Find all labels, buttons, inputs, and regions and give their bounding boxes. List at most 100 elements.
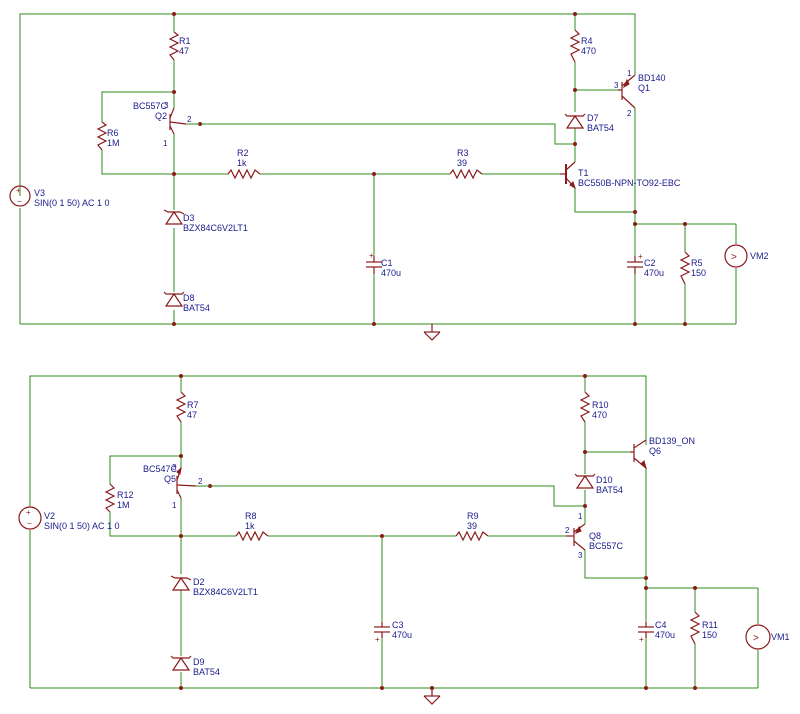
resistor-r8[interactable]: R8 1k xyxy=(235,511,269,542)
circuit-2: + − V2 SIN(0 1 50) AC 1 0 R7 47 R12 1M B… xyxy=(18,374,790,705)
q5-pin-1: 1 xyxy=(172,501,177,510)
label-d10: D10 xyxy=(596,475,613,485)
value-c1: 470u xyxy=(381,268,401,278)
transistor-t1[interactable]: T1 BC550B-NPN-TO92-EBC xyxy=(560,161,681,190)
label-q8: Q8 xyxy=(589,531,601,541)
value-r1: 47 xyxy=(179,46,189,56)
value-c2: 470u xyxy=(644,268,664,278)
label-r10: R10 xyxy=(592,400,609,410)
circuit-1: + − V3 SIN(0 1 50) AC 1 0 R1 47 R6 1M BC… xyxy=(9,12,769,341)
svg-text:+: + xyxy=(638,252,643,261)
svg-text:−: − xyxy=(27,519,32,528)
q5-pin-2: 2 xyxy=(198,477,203,486)
label-c4: C4 xyxy=(655,620,667,630)
label-r12: R12 xyxy=(117,490,134,500)
label-vm2: VM2 xyxy=(750,251,769,261)
label-r7: R7 xyxy=(187,400,199,410)
label-r6: R6 xyxy=(107,128,119,138)
label-r5: R5 xyxy=(691,258,703,268)
capacitor-c3[interactable]: + C3 470u xyxy=(374,620,412,644)
voltage-source-v3[interactable]: + − V3 SIN(0 1 50) AC 1 0 xyxy=(9,185,110,208)
value-d8: BAT54 xyxy=(183,303,210,313)
svg-text:−: − xyxy=(17,197,22,206)
transistor-q2[interactable]: BC557C Q2 3 2 1 xyxy=(133,101,200,148)
resistor-r7[interactable]: R7 47 xyxy=(175,391,199,423)
label-vm1: VM1 xyxy=(771,632,790,642)
resistor-r2[interactable]: R2 1k xyxy=(227,148,261,180)
value-q6: BD139_ON xyxy=(649,436,695,446)
label-t1: T1 xyxy=(578,168,589,178)
meter-symbol-vm1: > xyxy=(753,633,759,644)
value-q5: BC547C xyxy=(143,464,178,474)
label-q2: Q2 xyxy=(155,111,167,121)
transistor-q5[interactable]: BC547C Q5 3 2 1 xyxy=(143,463,210,510)
diode-d7[interactable]: D7 BAT54 xyxy=(564,113,614,133)
value-t1: BC550B-NPN-TO92-EBC xyxy=(578,178,681,188)
label-d9: D9 xyxy=(193,657,205,667)
transistor-q8[interactable]: Q8 BC557C 2 1 3 xyxy=(565,512,624,560)
diode-d8[interactable]: D8 BAT54 xyxy=(163,291,210,313)
voltmeter-vm1[interactable]: > VM1 xyxy=(745,624,790,650)
resistor-r6[interactable]: R6 1M xyxy=(96,121,120,151)
value-q1: BD140 xyxy=(638,73,666,83)
value-d9: BAT54 xyxy=(193,667,220,677)
capacitor-c1[interactable]: + C1 470u xyxy=(366,251,401,278)
zener-diode-d3[interactable]: D3 BZX84C6V2LT1 xyxy=(163,209,248,233)
q5-pin-3: 3 xyxy=(172,463,177,472)
label-c2: C2 xyxy=(644,258,656,268)
svg-text:+: + xyxy=(375,635,380,644)
value-c3: 470u xyxy=(392,630,412,640)
label-r9: R9 xyxy=(467,511,479,521)
q1-pin-1: 1 xyxy=(627,69,632,78)
label-q1: Q1 xyxy=(638,83,650,93)
label-r2: R2 xyxy=(237,148,249,158)
value-c4: 470u xyxy=(655,630,675,640)
resistor-r3[interactable]: R3 39 xyxy=(449,148,483,180)
resistor-r10[interactable]: R10 470 xyxy=(579,391,609,423)
label-v2: V2 xyxy=(44,511,55,521)
label-d3: D3 xyxy=(183,213,195,223)
label-r1: R1 xyxy=(179,36,191,46)
capacitor-c2[interactable]: + C2 470u xyxy=(627,252,664,278)
label-v3: V3 xyxy=(34,188,45,198)
transistor-q1[interactable]: BD140 Q1 3 1 2 xyxy=(614,69,666,118)
value-q2: BC557C xyxy=(133,101,168,111)
capacitor-c4[interactable]: + C4 470u xyxy=(638,620,675,644)
resistor-r4[interactable]: R4 470 xyxy=(569,29,596,63)
value-r10: 470 xyxy=(592,410,607,420)
value-r11: 150 xyxy=(702,630,717,640)
transistor-q6[interactable]: BD139_ON Q6 xyxy=(630,436,695,470)
value-r3: 39 xyxy=(457,158,467,168)
q8-pin-1: 1 xyxy=(578,512,583,521)
resistor-r11[interactable]: R11 150 xyxy=(689,611,718,645)
ground-symbol-2 xyxy=(423,688,441,705)
resistor-r5[interactable]: R5 150 xyxy=(679,251,706,285)
resistor-r12[interactable]: R12 1M xyxy=(104,483,134,513)
diode-d10[interactable]: D10 BAT54 xyxy=(574,473,623,495)
label-r3: R3 xyxy=(457,148,469,158)
ground-symbol xyxy=(423,324,441,341)
value-d7: BAT54 xyxy=(587,123,614,133)
label-c3: C3 xyxy=(392,620,404,630)
voltage-source-v2[interactable]: + − V2 SIN(0 1 50) AC 1 0 xyxy=(18,506,120,531)
value-r12: 1M xyxy=(117,500,130,510)
label-r11: R11 xyxy=(702,620,718,630)
value-r6: 1M xyxy=(107,138,120,148)
value-v3: SIN(0 1 50) AC 1 0 xyxy=(34,198,110,208)
label-d7: D7 xyxy=(587,113,599,123)
label-d2: D2 xyxy=(193,577,205,587)
diode-d9[interactable]: D9 BAT54 xyxy=(170,655,220,677)
pin-3: 3 xyxy=(164,101,169,110)
label-d8: D8 xyxy=(183,293,195,303)
value-d3: BZX84C6V2LT1 xyxy=(183,223,248,233)
resistor-r9[interactable]: R9 39 xyxy=(455,511,489,542)
q8-pin-3: 3 xyxy=(578,551,583,560)
zener-diode-d2[interactable]: D2 BZX84C6V2LT1 xyxy=(170,575,258,597)
resistor-r1[interactable]: R1 47 xyxy=(168,31,191,61)
label-c1: C1 xyxy=(381,258,393,268)
value-d10: BAT54 xyxy=(596,485,623,495)
q1-pin-2: 2 xyxy=(627,109,632,118)
value-d2: BZX84C6V2LT1 xyxy=(193,587,258,597)
voltmeter-vm2[interactable]: > VM2 xyxy=(724,244,769,268)
